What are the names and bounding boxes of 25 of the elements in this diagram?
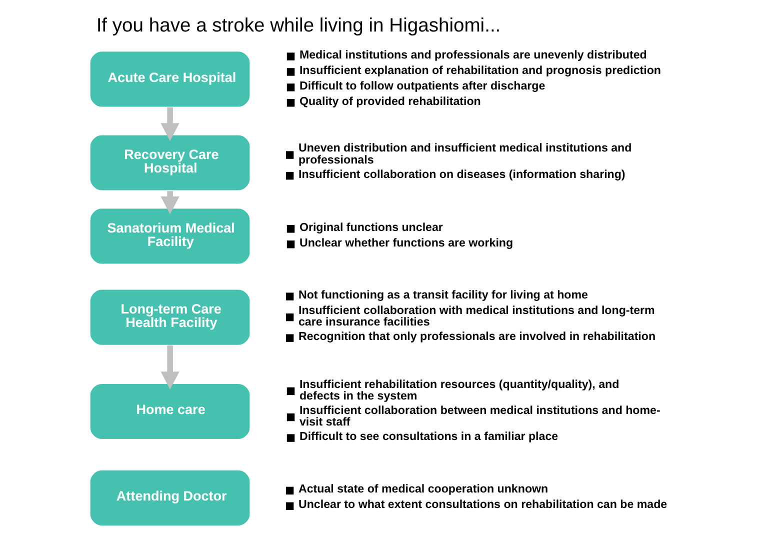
node-label: Recognition that only professionals are involved in rehabilitation — [298, 331, 656, 344]
node-box: Acute Care Hospital — [88, 50, 250, 108]
arrow — [160, 345, 179, 390]
diagram-title: If you have a stroke while living in Higashiomi... — [96, 15, 500, 36]
node-box: Recovery Care Hospital — [88, 134, 250, 192]
arrow — [160, 107, 179, 141]
node-label: Medical institutions and professionals are unevenly distributed — [298, 50, 646, 62]
node-label: Difficult to follow outpatients after discharge — [298, 80, 545, 92]
node-box: Attending Doctor — [88, 469, 250, 526]
node-label: Insufficient rehabilitation resources (quantity/quality), and defects in the system — [298, 378, 619, 402]
node-label: Unclear whether functions are working — [298, 237, 513, 250]
node-box: Sanatorium Medical Facility — [88, 208, 250, 265]
node-label: Difficult to see consultations in a familiar place — [298, 431, 558, 444]
node-label: Quality of provided rehabilitation — [298, 96, 480, 108]
node-label: Unclear to what extent consultations on rehabilitation can be made — [298, 499, 667, 512]
node-label: Not functioning as a transit facility for living at home — [298, 290, 588, 302]
node-label: Uneven distribution and insufficient medical institutions and professionals — [298, 142, 632, 166]
node-label: Insufficient collaboration between medical institutions and home-visit staff — [298, 404, 660, 429]
node-label: Original functions unclear — [298, 222, 442, 234]
node-label: Insufficient collaboration on diseases (information sharing) — [298, 168, 625, 181]
node-box: Home care — [88, 382, 250, 440]
node-box: Long-term Care Health Facility — [88, 288, 250, 346]
node-label: Insufficient explanation of rehabilitation and prognosis prediction — [298, 64, 660, 77]
node-label: Insufficient collaboration with medical institutions and long-term care insurance facilities — [298, 305, 654, 329]
node-label: Actual state of medical cooperation unknown — [298, 484, 548, 496]
